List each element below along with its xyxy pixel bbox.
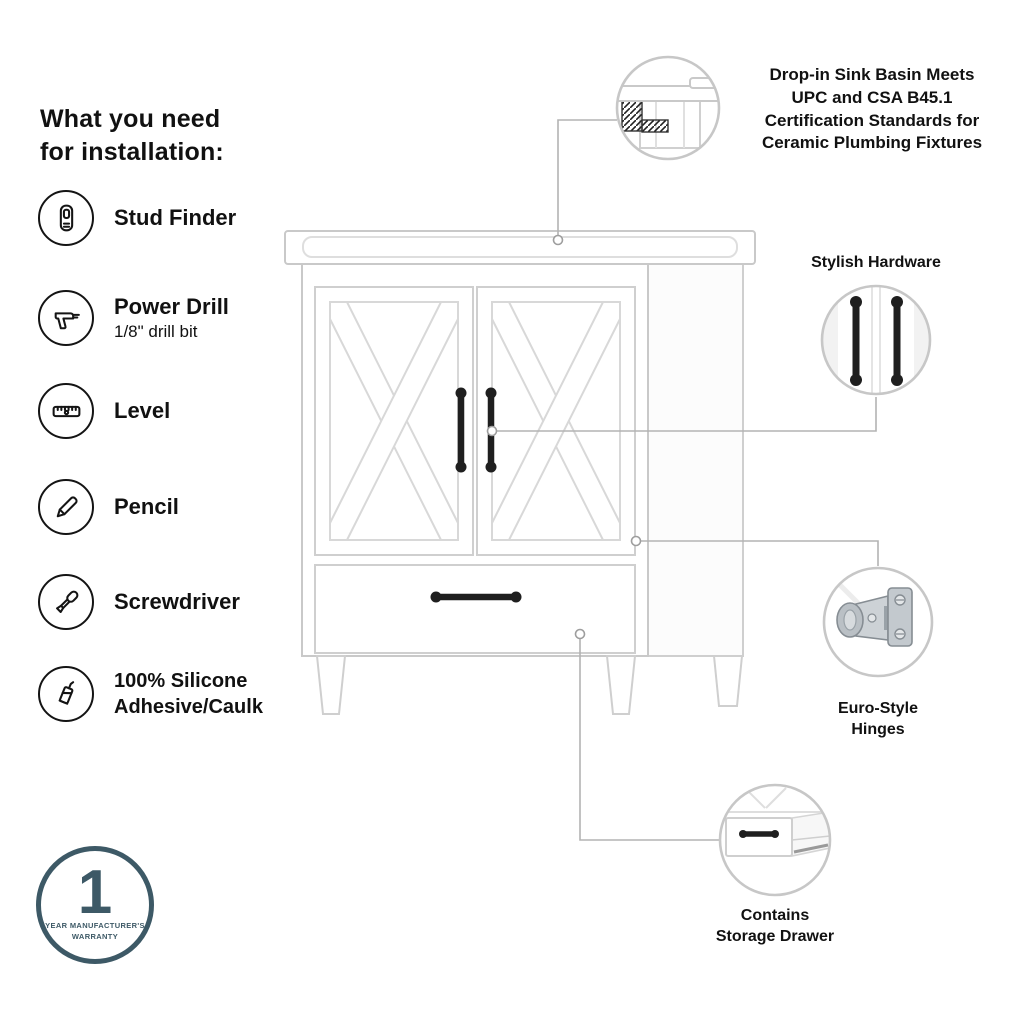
warranty-years: 1 bbox=[77, 858, 113, 928]
hardware-handles bbox=[850, 296, 903, 386]
right-door bbox=[476, 286, 636, 556]
drawer-label-line: Storage Drawer bbox=[715, 927, 835, 945]
tool-item-caulk: 100% Silicone Adhesive/Caulk bbox=[38, 666, 263, 722]
drawer-callout-ring bbox=[718, 783, 832, 897]
cabinet-side-panel bbox=[647, 263, 744, 657]
installation-heading: What you need for installation: bbox=[40, 103, 224, 168]
tool-item-level: Level bbox=[38, 383, 170, 439]
tool-label: Stud Finder bbox=[114, 205, 237, 231]
sink-callout-circle bbox=[615, 55, 721, 161]
drawer-connector-line bbox=[579, 635, 719, 841]
tool-label-group: 100% Silicone Adhesive/Caulk bbox=[114, 670, 263, 719]
pencil-icon bbox=[38, 479, 94, 535]
cabinet-legs bbox=[315, 655, 744, 715]
tool-label: Pencil bbox=[114, 494, 179, 520]
warranty-badge: 1 YEAR MANUFACTURER'S WARRANTY bbox=[36, 846, 154, 964]
sink-text-line: UPC and CSA B45.1 bbox=[791, 87, 953, 107]
hinge-callout-circle bbox=[822, 566, 934, 678]
drawer-callout-label: Contains Storage Drawer bbox=[672, 906, 878, 948]
sink-callout-text: Drop-in Sink Basin Meets UPC and CSA B45… bbox=[726, 64, 1018, 155]
hinge-label-line: Hinges bbox=[851, 720, 905, 738]
sink-countertop bbox=[284, 230, 756, 265]
tool-label: Screwdriver bbox=[114, 589, 240, 615]
hinge-anchor-dot bbox=[630, 535, 642, 547]
hardware-callout-ring bbox=[820, 284, 932, 396]
sink-connector-line bbox=[557, 119, 617, 237]
sink-text-line: Ceramic Plumbing Fixtures bbox=[761, 133, 983, 153]
hardware-anchor-dot bbox=[486, 425, 498, 437]
tool-label: Level bbox=[114, 398, 171, 424]
tool-label-group: Power Drill 1/8" drill bit bbox=[114, 294, 229, 342]
drawer-callout-circle bbox=[718, 783, 832, 897]
heading-line-1: What you need bbox=[40, 105, 221, 133]
sink-text-line: Drop-in Sink Basin Meets bbox=[769, 65, 975, 84]
callout-anchor-dots bbox=[486, 234, 642, 640]
storage-drawer bbox=[314, 564, 636, 654]
drawer-label-line: Contains bbox=[740, 907, 810, 924]
storage-drawer-detail bbox=[722, 787, 830, 857]
hinge-callout-ring bbox=[822, 566, 934, 678]
hinge-label-line: Euro-Style bbox=[837, 700, 918, 717]
tool-label: Power Drill bbox=[114, 293, 229, 319]
tool-sublabel: 1/8" drill bit bbox=[114, 322, 198, 342]
tool-label-2: Adhesive/Caulk bbox=[114, 695, 263, 718]
hinge-connector-line bbox=[637, 540, 879, 566]
heading-line-2: for installation: bbox=[40, 137, 224, 166]
caulk-icon bbox=[38, 666, 94, 722]
left-door bbox=[314, 286, 474, 556]
euro-hinge-detail bbox=[828, 573, 913, 647]
drawer-anchor-dot bbox=[574, 628, 586, 640]
screwdriver-icon bbox=[38, 574, 94, 630]
hardware-callout-label: Stylish Hardware bbox=[811, 254, 941, 271]
callout-connectors bbox=[493, 119, 879, 841]
hardware-connector-line bbox=[493, 397, 877, 432]
tool-item-power-drill: Power Drill 1/8" drill bit bbox=[38, 290, 229, 346]
tool-item-pencil: Pencil bbox=[38, 479, 179, 535]
tool-item-screwdriver: Screwdriver bbox=[38, 574, 240, 630]
warranty-text-line-1: YEAR MANUFACTURER'S bbox=[45, 921, 145, 931]
tool-item-stud-finder: Stud Finder bbox=[38, 190, 236, 246]
sink-text-line: Certification Standards for bbox=[764, 110, 980, 130]
stud-finder-icon bbox=[38, 190, 94, 246]
hinge-callout-label: Euro-Style Hinges bbox=[798, 699, 958, 741]
power-drill-icon bbox=[38, 290, 94, 346]
door-handle-left bbox=[455, 387, 467, 473]
vanity-cabinet bbox=[284, 230, 756, 715]
sink-callout-ring bbox=[615, 55, 721, 161]
sink-anchor-dot bbox=[552, 234, 564, 246]
tool-label: 100% Silicone bbox=[114, 669, 248, 692]
level-icon bbox=[38, 383, 94, 439]
hardware-callout-circle bbox=[820, 284, 932, 396]
warranty-text-line-2: WARRANTY bbox=[71, 932, 119, 942]
